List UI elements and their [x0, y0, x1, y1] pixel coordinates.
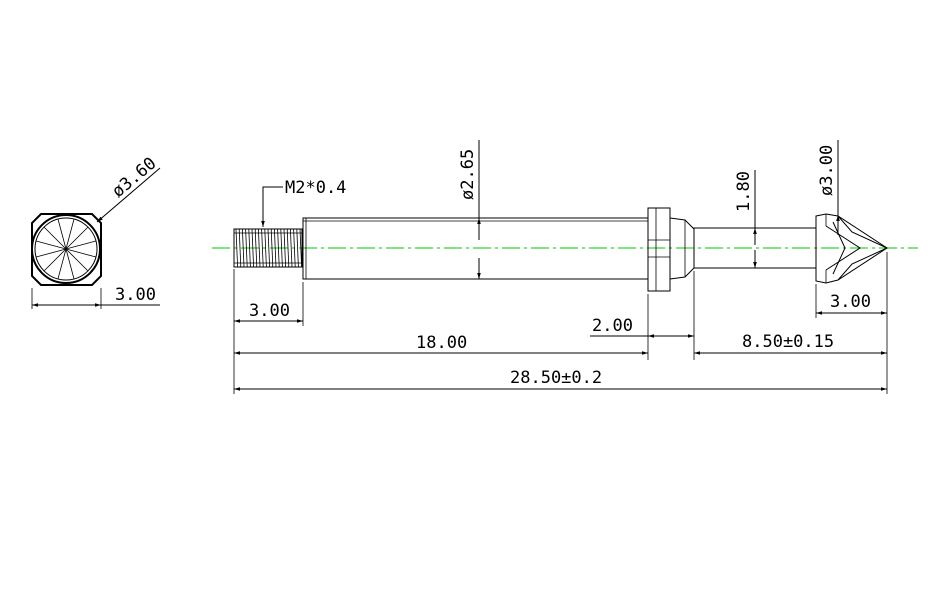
thread-hatch-line	[290, 228, 293, 268]
thread-hatch-line	[267, 228, 270, 268]
end-view-diameter-label: ø3.60	[108, 154, 160, 202]
tip-length-label: 3.00	[830, 292, 871, 312]
crown-radial-line	[43, 248, 67, 272]
crown-radial-line	[65, 240, 97, 250]
crown-radial-line	[65, 248, 89, 272]
end-view-width-label: 3.00	[115, 285, 156, 305]
thread-callout-label: M2*0.4	[285, 178, 346, 198]
end-view-inner-circle	[34, 217, 98, 281]
body-length-label: 18.00	[416, 333, 467, 353]
thread-hatch-line	[238, 228, 242, 268]
plunger-length-label: 8.50±0.15	[742, 332, 834, 352]
crown-tip-outline	[815, 213, 888, 284]
thread-hatch-line	[264, 228, 267, 268]
crown-tip-point-3	[837, 215, 889, 281]
thread-hatch-line	[248, 228, 251, 268]
crown-radial-line	[57, 248, 67, 280]
end-view-outer-circle	[31, 214, 101, 284]
thread-hatch-line	[251, 228, 254, 268]
crown-radial-line	[65, 218, 75, 250]
thread-hatch-line	[274, 228, 277, 268]
body-diameter-label: ø2.65	[458, 149, 478, 200]
thread-length-label: 3.00	[249, 301, 290, 321]
collar	[647, 207, 695, 292]
crown-radial-line	[65, 248, 75, 280]
thread-hatch-line	[258, 228, 261, 268]
crown-radial-line	[35, 248, 67, 258]
thread-hatch-line	[299, 228, 302, 268]
end-view-outline	[31, 213, 102, 286]
thread-hatch-line	[254, 228, 258, 268]
thread-hatch-line	[270, 228, 274, 268]
thread-hatch-line	[280, 228, 283, 268]
collar-width-label: 2.00	[592, 316, 633, 336]
thread-hatch-line	[286, 228, 290, 268]
crown-radial-line	[65, 248, 97, 258]
crown-tip-point-1	[825, 225, 861, 271]
crown-radial-line	[65, 226, 89, 250]
thread-hatch-line	[242, 228, 245, 268]
end-view-crown-lines	[35, 218, 97, 280]
thread-hatching	[235, 228, 302, 268]
crown-radial-line	[43, 226, 67, 250]
thread-hatch-line	[293, 228, 296, 268]
thread-hatch-line	[296, 228, 299, 268]
end-view-diameter-leader	[96, 167, 161, 223]
end-view: ø3.60 3.00	[31, 154, 161, 309]
thread-hatch-line	[235, 228, 238, 268]
overall-length-label: 28.50±0.2	[510, 368, 602, 388]
crown-radial-line	[35, 240, 67, 250]
tip-diameter-label: ø3.00	[817, 145, 837, 196]
thread-hatch-line	[245, 228, 248, 268]
thread-callout-leader	[261, 186, 283, 227]
thread-section	[233, 228, 303, 268]
thread-hatch-line	[277, 228, 280, 268]
thread-hatch-line	[261, 228, 264, 268]
side-view: M2*0.4 ø2.65 1.80 ø3.00 3.00 2.00	[212, 140, 918, 394]
collar-outline	[647, 207, 671, 292]
crown-radial-line	[57, 218, 67, 250]
crown-tip-point-2	[832, 221, 846, 275]
crown-tip	[815, 213, 889, 284]
neck-diameter-label: 1.80	[734, 171, 754, 212]
thread-hatch-line	[283, 228, 286, 268]
